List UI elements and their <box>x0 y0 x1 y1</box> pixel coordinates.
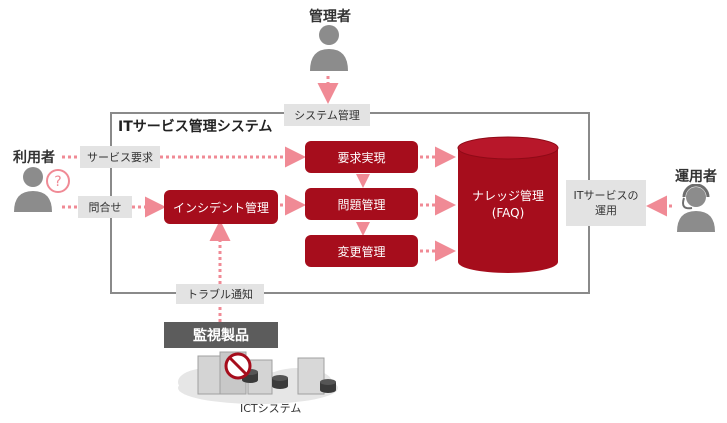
person-icon <box>310 25 348 71</box>
prohibited-icon <box>224 352 252 380</box>
inquiry-label: 問合せ <box>78 196 132 218</box>
system-management-label: システム管理 <box>284 104 370 126</box>
question-mark-icon: ? <box>46 169 70 193</box>
operation-line2: 運用 <box>595 204 617 217</box>
database-icon <box>242 369 336 393</box>
knowledge-title: ナレッジ管理 <box>471 189 544 203</box>
server-icon <box>197 351 325 395</box>
request-fulfillment-box: 要求実現 <box>305 141 418 173</box>
problem-management-box: 問題管理 <box>305 188 418 220</box>
it-service-operation-box: ITサービスの 運用 <box>566 180 646 226</box>
system-title: ITサービス管理システム <box>118 119 273 135</box>
knowledge-label: ナレッジ管理 (FAQ) <box>458 188 558 222</box>
service-request-label: サービス要求 <box>80 146 160 168</box>
operation-line1: ITサービスの <box>573 189 639 202</box>
person-icon <box>14 167 52 212</box>
ict-system-label: ICTシステム <box>240 402 302 415</box>
incident-management-box: インシデント管理 <box>164 190 278 224</box>
knowledge-subtitle: (FAQ) <box>491 206 525 220</box>
user-label: 利用者 <box>13 150 55 166</box>
monitoring-product-label: 監視製品 <box>164 322 278 348</box>
operator-label: 運用者 <box>675 169 717 185</box>
admin-label: 管理者 <box>309 9 351 25</box>
svg-text:?: ? <box>54 174 61 190</box>
change-management-box: 変更管理 <box>305 235 418 267</box>
headset-icon <box>677 184 715 232</box>
trouble-notice-label: トラブル通知 <box>176 284 264 304</box>
ict-system-illustration <box>178 351 338 404</box>
knowledge-database-cylinder <box>457 136 559 273</box>
